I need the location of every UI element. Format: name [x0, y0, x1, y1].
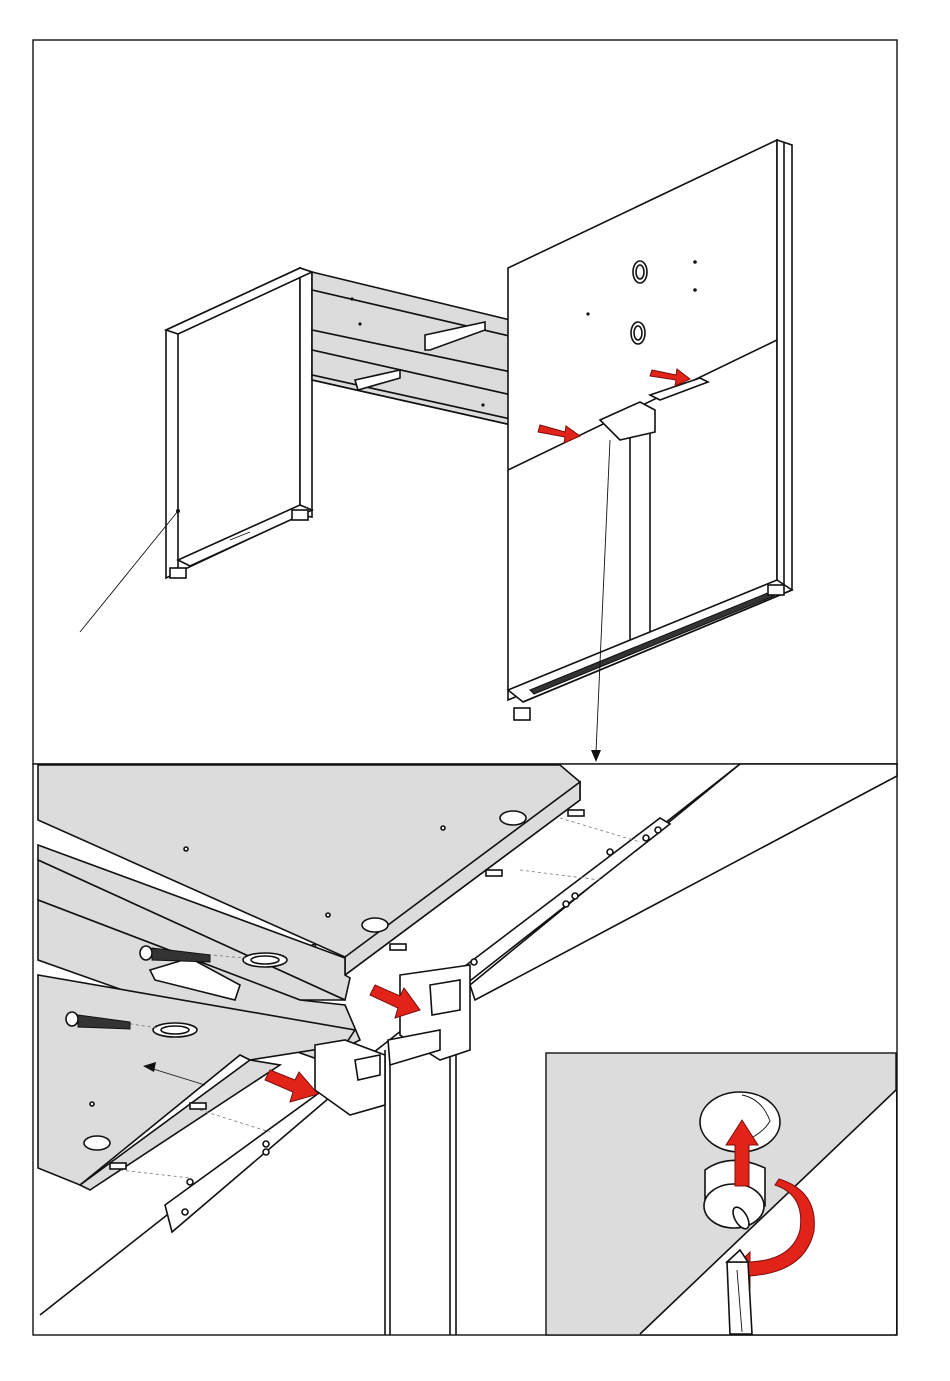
- overview-panel: [33, 40, 897, 764]
- screwdriver-icon: [727, 1250, 752, 1334]
- cam-lock-inset: [546, 1053, 896, 1335]
